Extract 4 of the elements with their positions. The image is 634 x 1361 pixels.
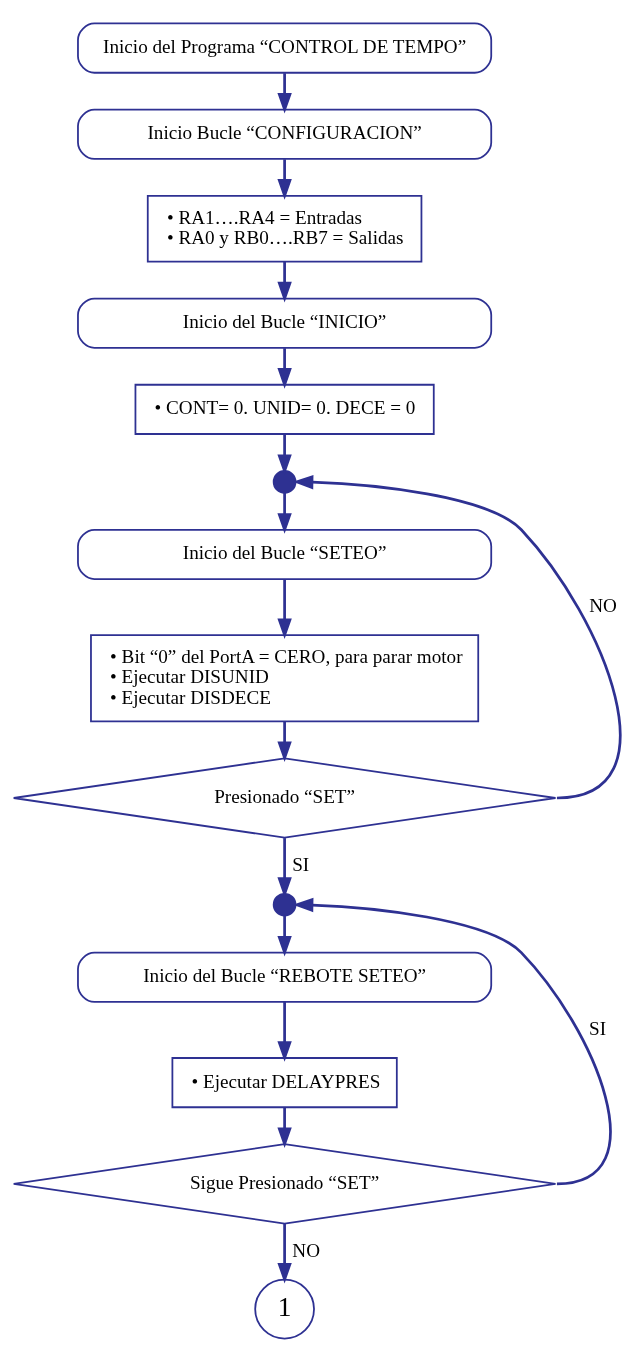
edge-label: NO	[292, 1239, 320, 1261]
edge-label: NO	[589, 594, 617, 616]
edge-label: SI	[589, 1017, 607, 1039]
edge-label: SI	[292, 853, 310, 875]
